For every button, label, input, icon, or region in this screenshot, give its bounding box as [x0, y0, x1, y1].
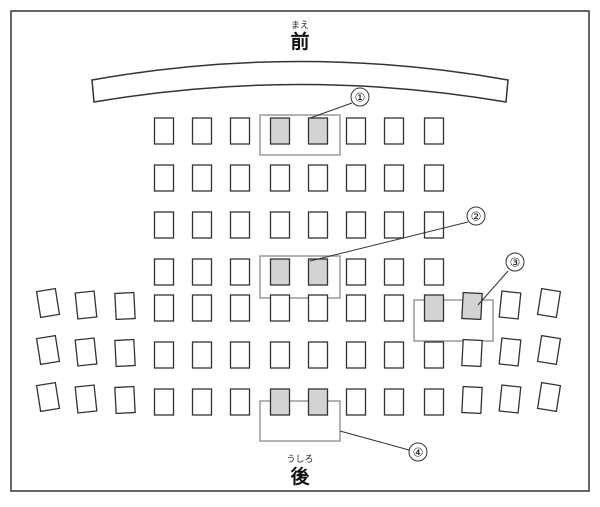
seat-r7-s1 [35, 381, 61, 413]
seat-r7-s4 [153, 388, 175, 416]
seat-r7-s3 [114, 385, 136, 415]
seat-r5-s11 [423, 294, 445, 322]
seat-r1-s8 [423, 117, 445, 145]
seat-r4-s3 [229, 258, 251, 286]
seat-r3-s3 [229, 211, 251, 239]
seat-r1-s2 [191, 117, 213, 145]
seat-r7-s6 [229, 388, 251, 416]
seat-r2-s2 [191, 164, 213, 192]
seat-r6-s4 [153, 341, 175, 369]
marker-3: ③ [505, 252, 525, 272]
seat-r5-s8 [307, 294, 329, 322]
diagram-frame [10, 10, 590, 492]
marker-4: ④ [408, 442, 428, 462]
seat-r2-s8 [423, 164, 445, 192]
seat-r5-s1 [35, 287, 61, 319]
seat-r6-s13 [498, 337, 522, 367]
seat-r4-s7 [383, 258, 405, 286]
seat-r2-s4 [269, 164, 291, 192]
callout-line-4 [339, 430, 410, 451]
seat-r7-s14 [536, 381, 562, 413]
seat-r7-s8 [307, 388, 329, 416]
seat-r5-s13 [498, 290, 522, 320]
seat-r3-s6 [345, 211, 367, 239]
svg-text:②: ② [471, 210, 482, 224]
seat-r5-s14 [536, 287, 562, 319]
marker-2: ② [466, 206, 486, 226]
back-label: 後 [290, 465, 310, 488]
marker-1: ① [350, 87, 370, 107]
seat-r6-s11 [423, 341, 445, 369]
seat-r5-s7 [269, 294, 291, 322]
seat-r7-s9 [345, 388, 367, 416]
back-label-reading: うしろ [286, 454, 313, 465]
seat-r4-s1 [153, 258, 175, 286]
seat-r4-s2 [191, 258, 213, 286]
seat-r5-s10 [383, 294, 405, 322]
seat-r6-s10 [383, 341, 405, 369]
svg-text:①: ① [355, 91, 366, 105]
seat-r6-s9 [345, 341, 367, 369]
seat-r6-s3 [114, 338, 136, 368]
seat-r2-s5 [307, 164, 329, 192]
front-label: 前 [290, 30, 309, 53]
seat-r4-s6 [345, 258, 367, 286]
seat-r5-s5 [191, 294, 213, 322]
seat-r7-s2 [74, 384, 98, 414]
seat-r5-s12 [461, 291, 483, 321]
seat-r7-s10 [383, 388, 405, 416]
seat-r3-s2 [191, 211, 213, 239]
seat-r6-s6 [229, 341, 251, 369]
seat-r1-s3 [229, 117, 251, 145]
seat-r7-s5 [191, 388, 213, 416]
seat-r4-s8 [423, 258, 445, 286]
callout-line-2 [309, 221, 469, 262]
svg-text:④: ④ [413, 446, 424, 460]
seat-r6-s2 [74, 337, 98, 367]
seat-r7-s12 [461, 385, 483, 415]
seat-r2-s6 [345, 164, 367, 192]
seat-r6-s14 [536, 334, 562, 366]
callout-line-1 [309, 102, 353, 119]
seat-r2-s7 [383, 164, 405, 192]
seat-r1-s7 [383, 117, 405, 145]
seat-r6-s5 [191, 341, 213, 369]
seat-r2-s1 [153, 164, 175, 192]
seat-r3-s5 [307, 211, 329, 239]
seat-r3-s1 [153, 211, 175, 239]
seat-r5-s3 [114, 291, 136, 321]
seat-r5-s2 [74, 290, 98, 320]
seat-r1-s1 [153, 117, 175, 145]
seat-r5-s6 [229, 294, 251, 322]
seat-r4-s4 [269, 258, 291, 286]
seat-group-3 [413, 299, 494, 342]
seat-r7-s11 [423, 388, 445, 416]
seat-r1-s5 [307, 117, 329, 145]
seat-r3-s8 [423, 211, 445, 239]
seat-r5-s4 [153, 294, 175, 322]
screen [91, 60, 509, 103]
seat-r3-s7 [383, 211, 405, 239]
seat-r3-s4 [269, 211, 291, 239]
seat-r7-s13 [498, 384, 522, 414]
seat-group-4 [259, 400, 341, 442]
seat-r6-s8 [307, 341, 329, 369]
callout-line-3 [477, 270, 509, 306]
svg-text:③: ③ [510, 256, 521, 270]
seat-r4-s5 [307, 258, 329, 286]
seat-r2-s3 [229, 164, 251, 192]
seat-r6-s1 [35, 334, 61, 366]
seat-r1-s6 [345, 117, 367, 145]
seat-r6-s12 [461, 338, 483, 368]
seat-r5-s9 [345, 294, 367, 322]
front-label-reading: まえ [291, 20, 309, 31]
seat-r7-s7 [269, 388, 291, 416]
seat-r6-s7 [269, 341, 291, 369]
seat-group-1 [259, 114, 341, 156]
seat-r1-s4 [269, 117, 291, 145]
seat-group-2 [259, 255, 341, 299]
